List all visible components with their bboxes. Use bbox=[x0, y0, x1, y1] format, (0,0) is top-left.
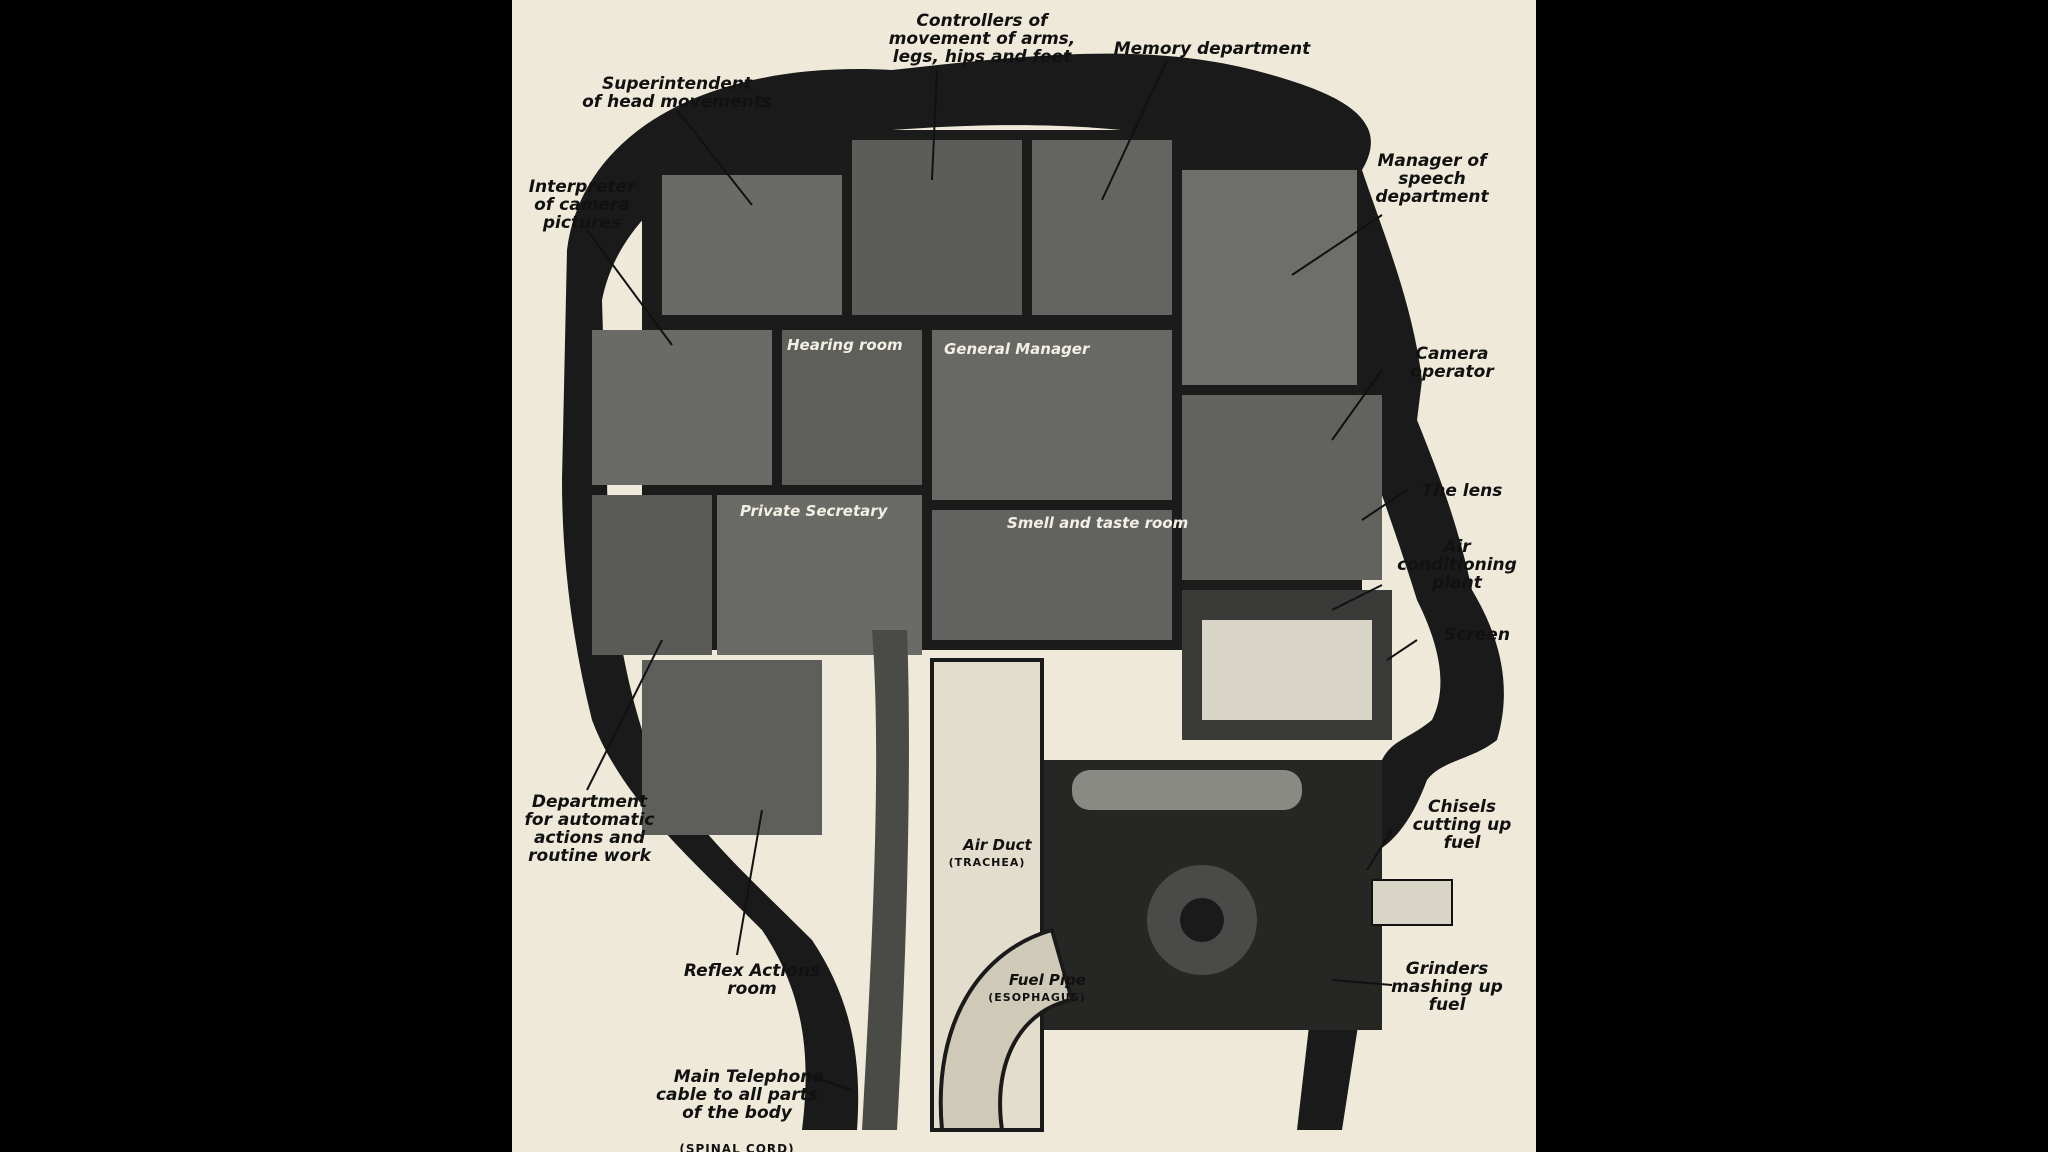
label-department-automatic: Department for automatic actions and rou… bbox=[524, 792, 655, 866]
room-general-manager bbox=[932, 330, 1172, 500]
fuel-pipe bbox=[938, 927, 1075, 1132]
label-chisels: Chisels cutting up fuel bbox=[1412, 797, 1512, 853]
spinal-cord bbox=[862, 630, 909, 1130]
label-screen: Screen bbox=[1444, 625, 1510, 645]
air-duct-label: Air Duct(TRACHEA) bbox=[948, 836, 1032, 870]
room-reflex bbox=[642, 660, 822, 835]
label-grinders: Grinders mashing up fuel bbox=[1391, 959, 1503, 1015]
room-title-general-manager: General Manager bbox=[944, 340, 1090, 358]
room-speech bbox=[1182, 170, 1357, 385]
label-interpreter: Interpreter of camera pictures bbox=[528, 177, 636, 233]
fuel-pipe-label: Fuel Pipe(ESOPHAGUS) bbox=[988, 971, 1086, 1005]
label-telephone: Main Telephone cable to all parts of the… bbox=[642, 1050, 832, 1152]
room-automatic bbox=[592, 495, 712, 655]
room-interpreter bbox=[592, 330, 772, 485]
room-camera bbox=[1182, 395, 1382, 580]
label-lens: The lens bbox=[1421, 481, 1503, 501]
room-title-smell-taste: Smell and taste room bbox=[1007, 514, 1189, 532]
head-cross-section bbox=[562, 53, 1504, 1132]
room-hearing bbox=[782, 330, 922, 485]
illustration-plate: Hearing room General Manager Private Sec… bbox=[512, 0, 1536, 1152]
label-speech-manager: Manager of speech department bbox=[1375, 151, 1489, 207]
label-air-conditioning: Air conditioning plant bbox=[1397, 537, 1517, 593]
label-superintendent: Superintendent of head movements bbox=[582, 74, 772, 112]
label-camera-operator: Camera operator bbox=[1410, 344, 1494, 382]
room-head-movements bbox=[662, 175, 842, 315]
label-telephone-sub: (SPINAL CORD) bbox=[679, 1142, 795, 1152]
label-telephone-text: Main Telephone cable to all parts of the… bbox=[655, 1067, 824, 1123]
room-private-secretary bbox=[717, 495, 922, 655]
chin-fuel bbox=[1371, 879, 1453, 926]
label-reflex: Reflex Actions room bbox=[683, 961, 821, 999]
room-controllers bbox=[852, 140, 1022, 315]
room-title-hearing: Hearing room bbox=[787, 336, 903, 354]
room-memory bbox=[1032, 140, 1172, 315]
label-controllers: Controllers of movement of arms, legs, h… bbox=[888, 11, 1076, 67]
leader-lines bbox=[586, 59, 1418, 1091]
room-title-private-secretary: Private Secretary bbox=[740, 502, 888, 520]
label-memory: Memory department bbox=[1113, 39, 1311, 59]
room-smell-taste bbox=[932, 510, 1172, 640]
